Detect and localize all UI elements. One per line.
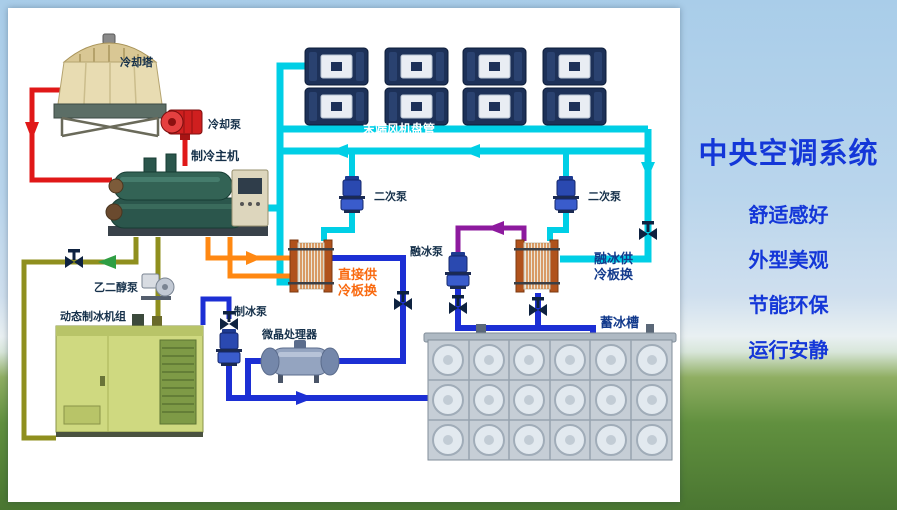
flow-arrow-left-green xyxy=(98,255,116,269)
secondary-pump-right xyxy=(552,175,580,214)
flow-arrow-down-cyan xyxy=(641,162,655,178)
chiller-label: 制冷主机 xyxy=(191,148,239,163)
cooling-pump xyxy=(160,109,203,140)
feature-list: 舒适感好 外型美观 节能环保 运行安静 xyxy=(682,205,895,362)
fan-coil-units xyxy=(304,47,607,126)
melt-hx-label-line2: 冷板换 xyxy=(594,267,634,282)
flow-arrow-right-blue xyxy=(296,391,314,405)
ice-maker-label: 动态制冰机组 xyxy=(60,309,126,323)
page-title: 中央空调系统 xyxy=(698,138,879,170)
cooling-tower-label: 冷却塔 xyxy=(120,55,154,69)
feature-item: 外型美观 xyxy=(748,250,829,272)
flow-arrow-left-purple xyxy=(486,221,504,235)
flow-arrow-right-orange xyxy=(246,251,262,265)
secondary-pump-left xyxy=(338,175,366,214)
dynamic-ice-maker xyxy=(55,314,204,437)
flow-arrow-left-cyan xyxy=(462,144,480,158)
hvac-system-diagram: 冷却塔 冷却泵 制冷主机 末端风机盘管 二次泵 二次泵 融冰泵 直接供 冷板换 … xyxy=(21,33,677,461)
direct-hx-label-line2: 冷板换 xyxy=(338,283,378,298)
fan-coil-unit xyxy=(462,47,527,86)
flow-arrow-left-cyan xyxy=(330,144,348,158)
direct-hx-label-line1: 直接供 xyxy=(338,267,377,282)
secondary-pump-left-label: 二次泵 xyxy=(374,189,407,203)
melt-ice-pump xyxy=(444,251,472,290)
feature-item: 运行安静 xyxy=(748,340,829,362)
fan-coil-header-label: 末端风机盘管 xyxy=(363,121,435,136)
direct-cooling-heat-exchanger xyxy=(287,239,335,293)
fan-coil-unit xyxy=(542,87,607,126)
fan-coil-unit xyxy=(304,47,369,86)
ice-storage-tank-label: 蓄冰槽 xyxy=(600,315,639,330)
fan-coil-unit xyxy=(542,47,607,86)
feature-item: 舒适感好 xyxy=(748,205,829,227)
melt-ice-pump-label: 融冰泵 xyxy=(410,244,443,258)
chiller-unit xyxy=(105,153,269,236)
diagram-panel: 冷却塔 冷却泵 制冷主机 末端风机盘管 二次泵 二次泵 融冰泵 直接供 冷板换 … xyxy=(8,8,680,502)
crystal-processor-label: 微晶处理器 xyxy=(261,327,318,341)
info-panel: 中央空调系统 舒适感好 外型美观 节能环保 运行安静 xyxy=(682,0,895,510)
secondary-pump-right-label: 二次泵 xyxy=(588,189,621,203)
ice-making-pump xyxy=(215,328,243,367)
direct-supply-pipes xyxy=(205,237,292,279)
feature-item: 节能环保 xyxy=(748,295,829,317)
ice-storage-tank xyxy=(423,324,677,461)
glycol-pump xyxy=(141,273,175,300)
fan-coil-unit xyxy=(462,87,527,126)
crystal-processor-tank xyxy=(260,340,340,383)
melt-ice-heat-exchanger xyxy=(513,239,561,293)
melt-hx-label-line1: 融冰供 xyxy=(594,251,633,266)
fan-coil-unit xyxy=(384,87,449,126)
valve-icon xyxy=(65,249,83,268)
ice-making-pump-label: 制冰泵 xyxy=(234,304,267,318)
cooling-pump-label: 冷却泵 xyxy=(208,117,241,131)
cooling-tower xyxy=(53,33,167,138)
fan-coil-unit xyxy=(304,87,369,126)
glycol-pump-label: 乙二醇泵 xyxy=(94,280,138,294)
flow-arrow-down-red xyxy=(25,122,39,140)
fan-coil-unit xyxy=(384,47,449,86)
